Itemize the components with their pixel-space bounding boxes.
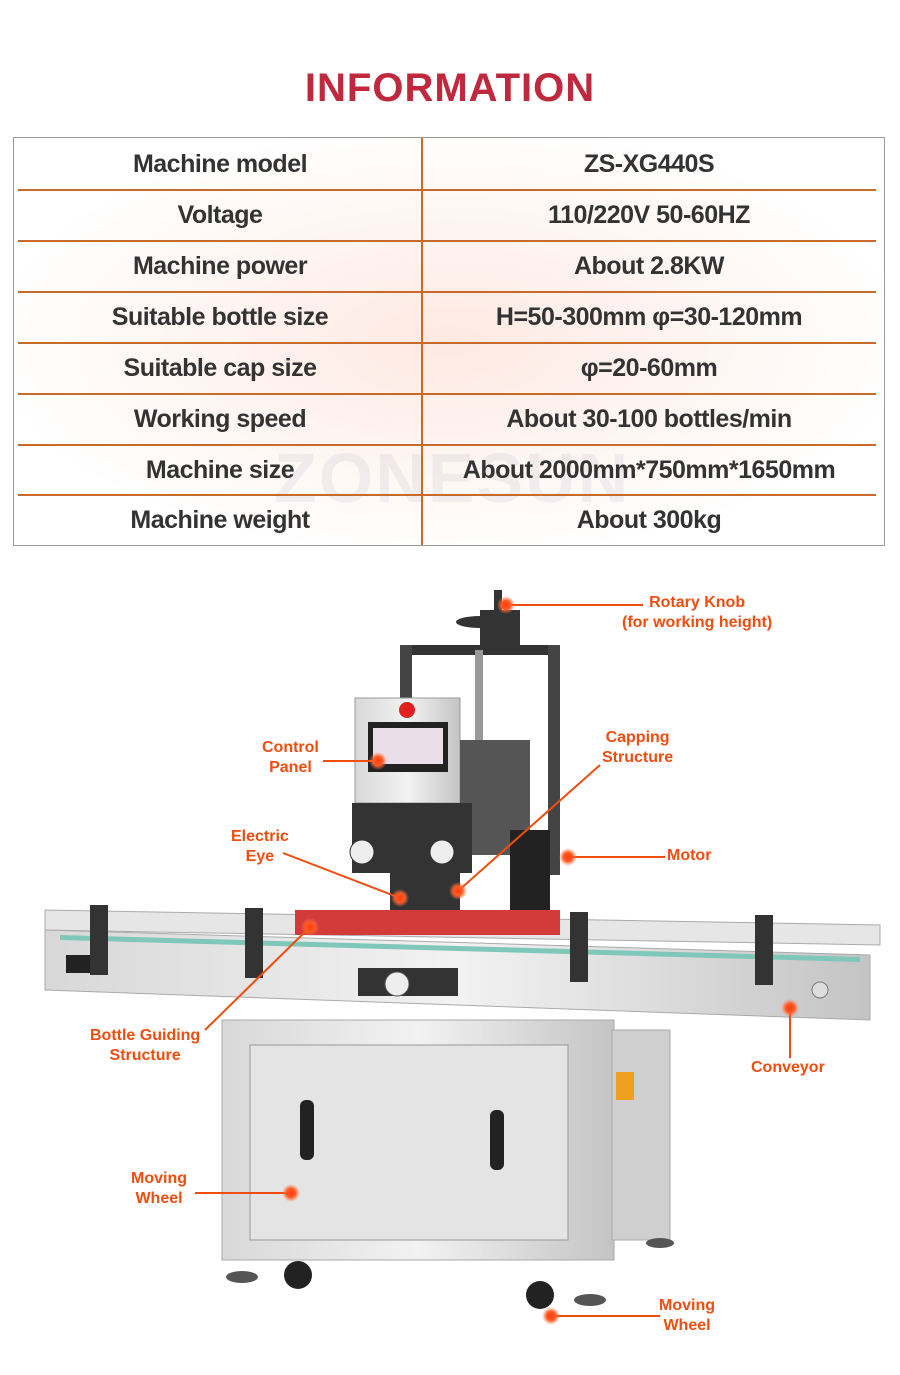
capping-structure-marker — [449, 882, 467, 900]
column-divider — [421, 138, 423, 545]
spec-value: H=50-300mm φ=30-120mm — [495, 302, 803, 331]
row-divider — [18, 494, 876, 496]
watermark: ZONESUN — [274, 439, 631, 517]
row-divider — [18, 291, 876, 293]
spec-label: Machine size — [145, 455, 295, 484]
spec-value: About 2000mm*750mm*1650mm — [462, 455, 836, 484]
rotary-knob-marker — [497, 596, 515, 614]
electric-eye-marker — [391, 889, 409, 907]
spec-label: Suitable bottle size — [111, 302, 329, 331]
table-row: Suitable bottle size H=50-300mm φ=30-120m… — [18, 292, 876, 342]
table-row: Voltage 110/220V 50-60HZ — [18, 190, 876, 240]
cabinet — [221, 1019, 674, 1309]
row-divider — [18, 189, 876, 191]
page-title: INFORMATION — [304, 66, 596, 110]
callout-rotary-knob: Rotary Knob(for working height) — [622, 594, 773, 631]
spec-label: Machine model — [132, 149, 308, 178]
spec-label: Voltage — [177, 200, 263, 229]
conveyor — [44, 905, 881, 1021]
callout-conveyor: Conveyor — [751, 1059, 825, 1076]
callout-dots — [282, 596, 799, 1325]
spec-value: ZS-XG440S — [583, 149, 715, 178]
table-row: Suitable cap size φ=20-60mm — [18, 343, 876, 393]
table-row: Machine size About 2000mm*750mm*1650mm — [18, 445, 876, 495]
spec-label: Suitable cap size — [123, 353, 317, 382]
bottle-guiding-marker — [301, 918, 319, 936]
motor-marker — [559, 848, 577, 866]
row-divider — [18, 342, 876, 344]
moving-wheel-left-marker — [282, 1184, 300, 1202]
spec-value: About 300kg — [576, 505, 722, 534]
spec-label: Working speed — [133, 404, 307, 433]
spec-value: φ=20-60mm — [580, 353, 718, 382]
spec-value: About 2.8KW — [573, 251, 725, 280]
row-divider — [18, 444, 876, 446]
table-row: Machine power About 2.8KW — [18, 241, 876, 291]
callout-lines — [195, 604, 791, 1317]
control-panel-marker — [369, 752, 387, 770]
spec-label: Machine weight — [130, 505, 310, 534]
row-divider — [18, 240, 876, 242]
table-row: Machine weight About 300kg — [18, 495, 876, 545]
table-row: Working speed About 30-100 bottles/min — [18, 394, 876, 444]
spec-table: ZONESUN Machine model ZS-XG440S Voltage 11… — [13, 137, 885, 546]
table-row: Machine model ZS-XG440S — [18, 139, 876, 189]
callout-motor: Motor — [667, 847, 712, 864]
capping-head — [349, 590, 560, 910]
spec-label: Machine power — [132, 251, 308, 280]
machine-illustration — [44, 590, 881, 1325]
conveyor-marker — [781, 999, 799, 1017]
row-divider — [18, 393, 876, 395]
moving-wheel-right-marker — [542, 1307, 560, 1325]
spec-value: About 30-100 bottles/min — [506, 404, 792, 433]
spec-value: 110/220V 50-60HZ — [548, 200, 750, 229]
